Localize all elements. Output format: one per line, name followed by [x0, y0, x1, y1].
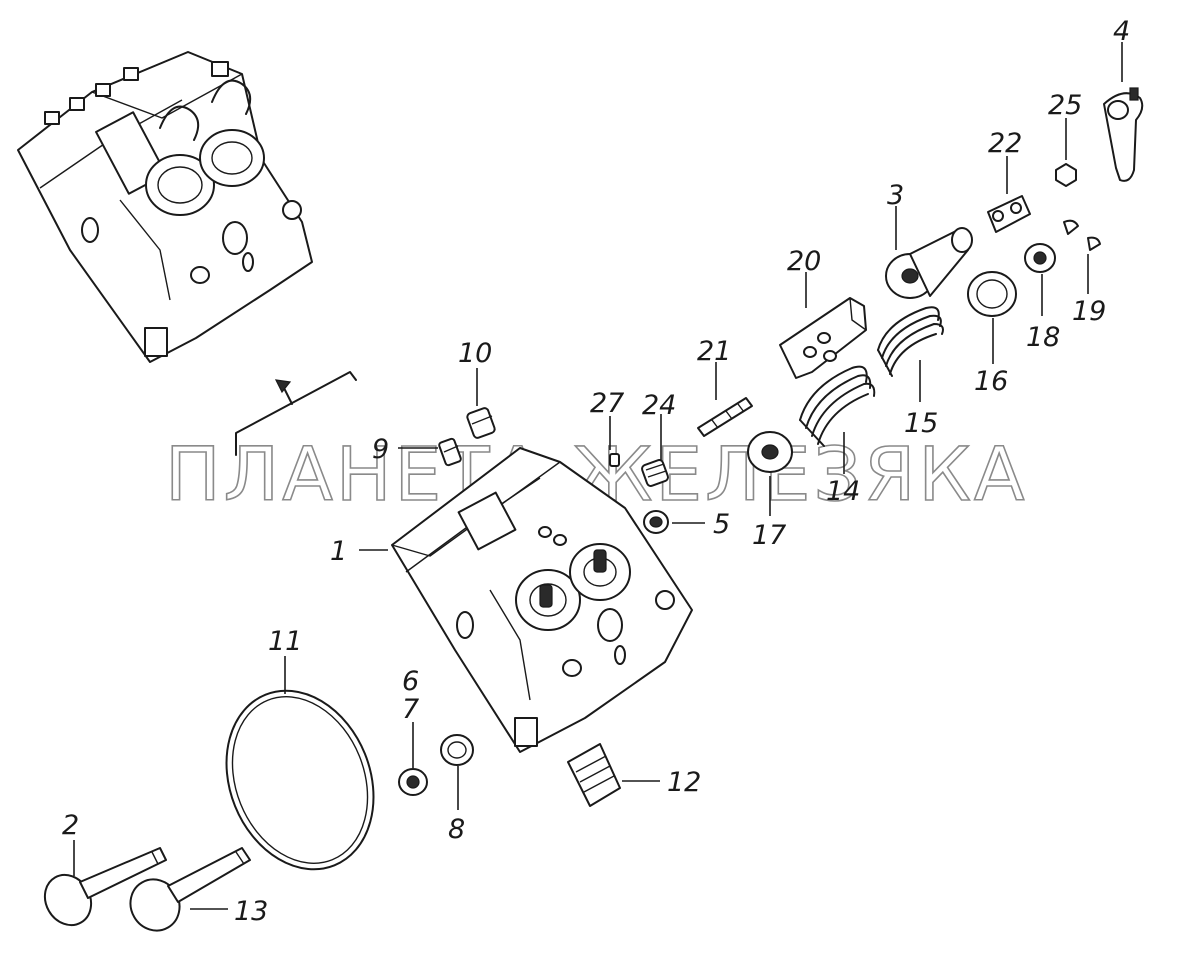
callout-19: 19	[1072, 296, 1106, 327]
part-9-plug	[438, 437, 462, 467]
part-8-seal-ring	[440, 734, 474, 766]
callout-11: 11	[268, 626, 302, 657]
callout-24: 24	[642, 390, 676, 421]
callout-1: 1	[330, 536, 347, 567]
part-25-nut	[1055, 163, 1077, 187]
part-20-bracket	[779, 297, 867, 379]
callout-7: 7	[402, 694, 419, 725]
part-5-seat	[643, 510, 669, 534]
part-2-valve	[43, 847, 167, 927]
part-17-washer	[747, 431, 793, 473]
callout-labels: 1 2 3 4 5 6 7 8 9 10 11 12 13 14 15 16 1…	[62, 16, 1130, 927]
callout-5: 5	[713, 509, 730, 540]
direction-arrow	[235, 371, 357, 456]
callout-12: 12	[667, 767, 701, 798]
part-16-spring-plate	[967, 271, 1017, 317]
part-27-pin	[609, 453, 620, 467]
part-22-plate	[987, 195, 1031, 233]
callout-21: 21	[697, 336, 731, 367]
top-studs	[44, 61, 229, 125]
part-14-outer-spring	[799, 365, 876, 447]
callout-15: 15	[904, 408, 938, 439]
callout-20: 20	[787, 246, 821, 277]
callout-13: 13	[234, 896, 268, 927]
callout-10: 10	[458, 338, 492, 369]
part-10-plug	[466, 407, 496, 439]
part-7-cap	[398, 768, 428, 796]
callout-14: 14	[826, 476, 860, 507]
callout-27: 27	[590, 388, 624, 419]
part-11-gasket-ring	[225, 689, 375, 871]
callout-17: 17	[752, 520, 786, 551]
part-13-valve	[129, 847, 251, 932]
part-4-rocker-arm	[1103, 87, 1144, 182]
callout-16: 16	[974, 366, 1008, 397]
part-19-collets	[1063, 219, 1101, 251]
callout-8: 8	[448, 814, 465, 845]
callout-22: 22	[988, 128, 1022, 159]
cylinder-head-part-1	[391, 447, 693, 753]
part-18-seal	[1024, 243, 1056, 273]
callout-3: 3	[887, 180, 904, 211]
part-24-bushing	[641, 459, 669, 487]
callout-18: 18	[1026, 322, 1060, 353]
callout-6: 6	[402, 666, 419, 697]
assembled-cylinder-head	[17, 51, 313, 363]
leader-lines	[73, 42, 1123, 910]
callout-4: 4	[1113, 16, 1130, 47]
part-3-rocker-support	[885, 227, 973, 299]
part-15-inner-spring	[877, 306, 944, 377]
callout-9: 9	[372, 434, 389, 465]
callout-25: 25	[1048, 90, 1082, 121]
part-21-stud	[697, 397, 753, 437]
callout-2: 2	[62, 810, 79, 841]
part-12-guide	[567, 743, 621, 807]
